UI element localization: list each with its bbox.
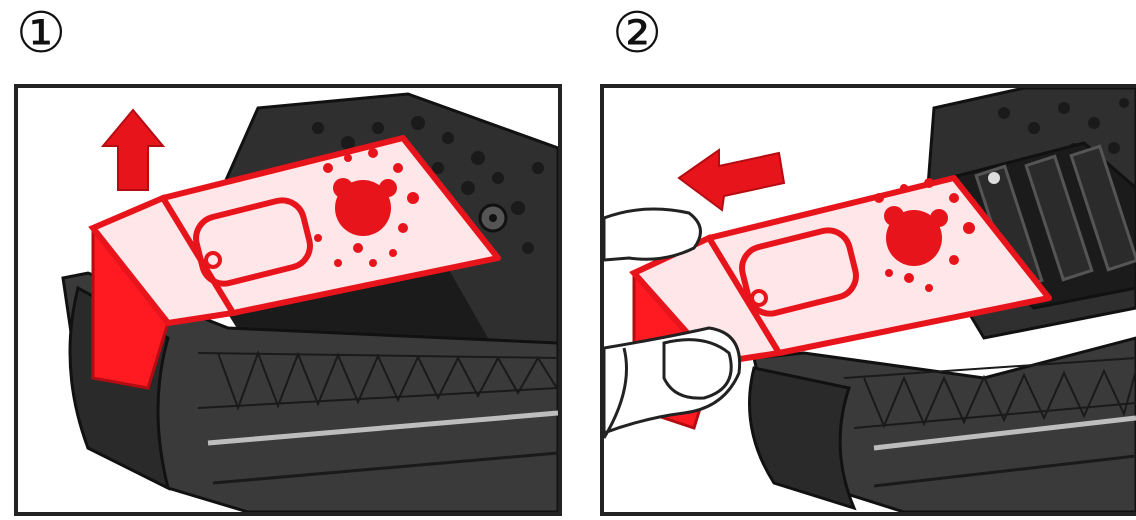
device-end-cap <box>750 368 855 508</box>
step-1-illustration-panel <box>14 84 562 516</box>
arrow-up-icon <box>103 110 163 190</box>
arrow-left-icon <box>679 150 784 210</box>
step-1-label: ① <box>16 4 66 64</box>
step-2-label: ② <box>612 4 662 64</box>
step-2-illustration-panel <box>600 84 1136 516</box>
step-2-illustration <box>604 88 1136 512</box>
step-1-illustration <box>18 88 558 512</box>
